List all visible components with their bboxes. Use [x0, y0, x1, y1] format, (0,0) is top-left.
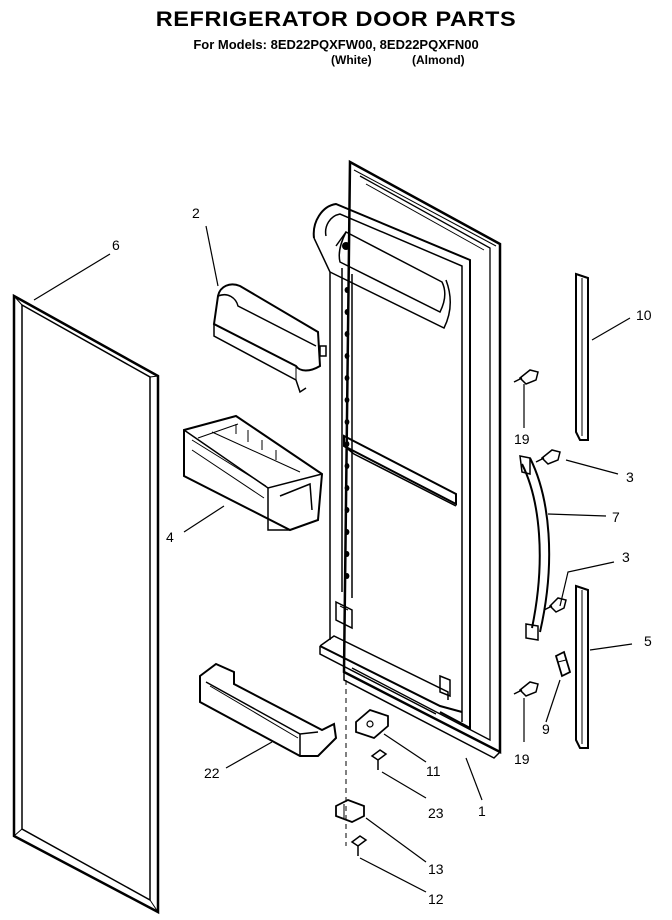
model-numbers: For Models: 8ED22PQXFW00, 8ED22PQXFN00 — [193, 37, 479, 52]
liner-cam-hole — [342, 242, 350, 250]
variant-almond-label: (Almond) — [412, 53, 465, 67]
peg-hole — [344, 397, 350, 403]
callout-11: 11 — [426, 763, 441, 779]
part-trim-lower — [575, 584, 589, 749]
peg-hole — [344, 375, 350, 381]
callout-5: 5 — [644, 633, 652, 649]
part-door-liner — [312, 159, 502, 759]
callout-7: 7 — [612, 509, 620, 525]
part-dairy-door — [212, 283, 327, 394]
callout-4: 4 — [166, 529, 174, 545]
part-hinge-screw — [370, 749, 388, 770]
callout-9: 9 — [542, 721, 550, 737]
peg-hole — [344, 419, 350, 425]
part-bushing-screw — [350, 835, 368, 856]
callout-22: 22 — [204, 765, 220, 781]
peg-hole — [344, 529, 350, 535]
callout-3-upper: 3 — [626, 469, 634, 485]
part-clip — [554, 650, 572, 678]
part-lower-shelf — [199, 662, 338, 757]
peg-hole — [344, 441, 350, 447]
callout-1: 1 — [478, 803, 486, 819]
part-door-handle — [519, 455, 551, 641]
part-trim-upper — [575, 272, 589, 441]
callout-19-lower: 19 — [514, 751, 530, 767]
peg-hole — [344, 331, 350, 337]
peg-hole — [344, 485, 350, 491]
peg-hole — [344, 309, 350, 315]
callout-6: 6 — [112, 237, 120, 253]
peg-hole — [344, 353, 350, 359]
callout-3-lower: 3 — [622, 549, 630, 565]
part-screws — [513, 369, 567, 697]
callout-19-upper: 19 — [514, 431, 530, 447]
callout-23: 23 — [428, 805, 444, 821]
variant-white-label: (White) — [331, 53, 372, 67]
liner-peg-holes — [342, 242, 350, 579]
callout-leaders — [33, 225, 633, 893]
diagram-title: REFRIGERATOR DOOR PARTS — [155, 8, 517, 31]
part-hinge-bushing — [335, 799, 365, 823]
callout-13: 13 — [428, 861, 444, 877]
callout-numbers: 1 2 3 3 4 5 6 7 9 10 11 12 13 19 19 22 2… — [112, 205, 652, 907]
peg-hole — [344, 507, 350, 513]
peg-hole — [344, 287, 350, 293]
peg-hole — [344, 551, 350, 557]
callout-10: 10 — [636, 307, 652, 323]
callout-12: 12 — [428, 891, 444, 907]
callout-2: 2 — [192, 205, 200, 221]
part-shelf-bin — [183, 414, 324, 532]
part-gasket — [12, 293, 160, 915]
peg-hole — [344, 573, 350, 579]
part-hinge-bracket — [355, 708, 389, 740]
peg-hole — [344, 463, 350, 469]
